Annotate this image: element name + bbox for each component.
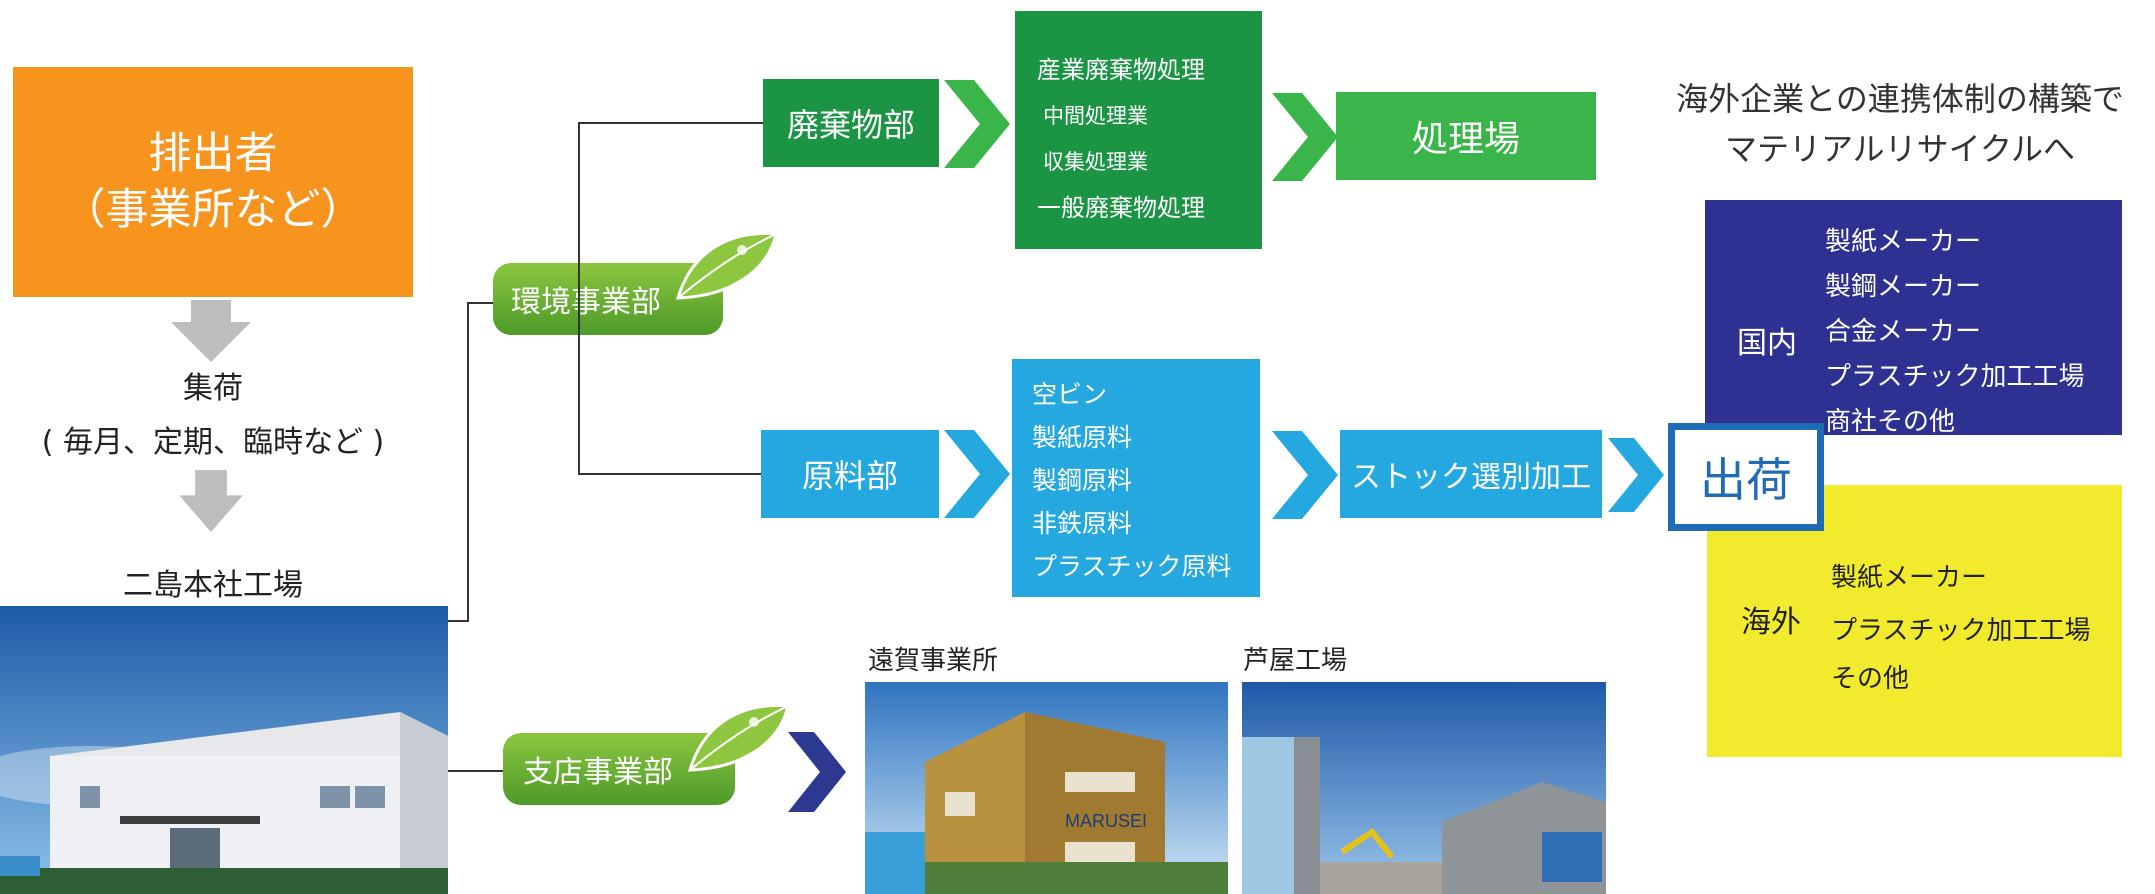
domestic-list: 製紙メーカー 製鋼メーカー 合金メーカー プラスチック加工工場 商社その他: [1825, 227, 2085, 437]
disposal-box: 処理場: [1336, 92, 1596, 180]
down-arrow-icon: [171, 300, 251, 362]
svg-text:MARUSEI: MARUSEI: [1065, 811, 1147, 831]
waste-processing-box: 産業廃棄物処理 中間処理業 収集処理業 一般廃棄物処理: [1015, 11, 1262, 249]
collection-label: 集荷 ( 毎月、定期、臨時など ): [41, 371, 385, 460]
down-arrow-icon: [179, 470, 243, 532]
headline: 海外企業との連携体制の構築で マテリアルリサイクルへ: [1676, 80, 2124, 168]
chevron-right-icon: [788, 732, 846, 812]
connector-line: [578, 122, 763, 124]
branch-division-badge: 支店事業部: [503, 733, 735, 805]
domestic-label: 国内: [1737, 326, 1797, 361]
emitter-subtitle: （事業所など）: [62, 185, 364, 235]
stock-box: ストック選別加工: [1340, 430, 1602, 518]
chevron-right-icon: [1272, 431, 1338, 519]
material-dept-box: 原料部: [761, 430, 939, 518]
hq-label: 二島本社工場: [123, 568, 303, 603]
chevron-right-icon: [944, 80, 1010, 168]
materials-box: 空ビン 製紙原料 製鋼原料 非鉄原料 プラスチック原料: [1012, 359, 1260, 597]
connector-line: [467, 302, 469, 622]
domestic-box: 国内 製紙メーカー 製鋼メーカー 合金メーカー プラスチック加工工場 商社その他: [1705, 200, 2122, 437]
emitter-title: 排出者: [148, 129, 278, 179]
chevron-right-icon: [1608, 438, 1664, 512]
chevron-right-icon: [1272, 93, 1338, 181]
connector-line: [467, 302, 493, 304]
onga-label: 遠賀事業所: [868, 646, 999, 676]
overseas-label: 海外: [1741, 605, 1801, 640]
shipping-box: 出荷: [1668, 423, 1824, 531]
leaf-icon: [675, 232, 778, 300]
connector-line: [578, 473, 763, 475]
connector-line: [578, 122, 580, 474]
chevron-right-icon: [944, 430, 1010, 518]
waste-dept-box: 廃棄物部: [763, 79, 939, 167]
onga-office-image: MARUSEI: [865, 682, 1228, 894]
leaf-icon: [687, 704, 790, 772]
connector-line: [448, 770, 503, 772]
connector-line: [448, 620, 468, 622]
ashiya-label: 芦屋工場: [1243, 646, 1348, 676]
emitter-box: 排出者 （事業所など）: [13, 67, 413, 297]
overseas-box: 海外 製紙メーカー プラスチック加工工場 その他: [1707, 485, 2122, 757]
overseas-list: 製紙メーカー プラスチック加工工場 その他: [1831, 563, 2091, 694]
hq-building-image: [0, 606, 448, 894]
ashiya-factory-image: [1242, 682, 1606, 894]
